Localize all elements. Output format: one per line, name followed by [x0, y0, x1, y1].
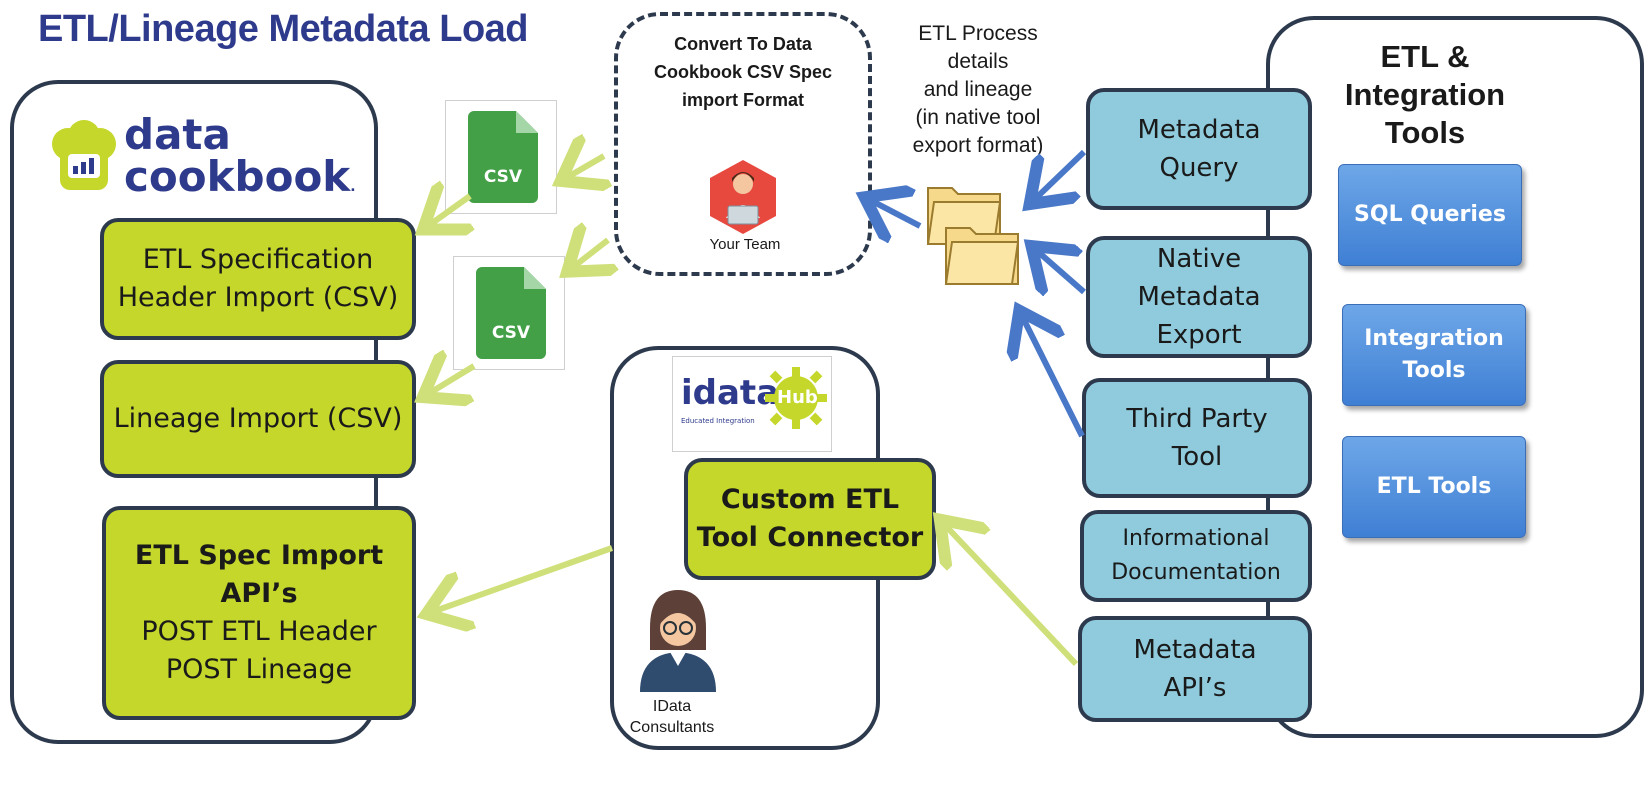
third-party-tool-box: Third Party Tool	[1082, 378, 1312, 498]
box-line: Metadata	[1137, 115, 1261, 145]
box-line: Informational	[1122, 526, 1270, 551]
convert-line: Cookbook CSV Spec	[653, 62, 833, 82]
arrow-export-to-folders	[1036, 250, 1086, 292]
team-member-laptop-icon	[710, 160, 776, 234]
csv-file-frame-2: CSV	[453, 256, 565, 370]
tile-line: SQL Queries	[1354, 202, 1506, 227]
arrow-thirdparty-to-folders	[1022, 316, 1085, 438]
box-line-bold: API’s	[220, 578, 298, 609]
csv-file-label: CSV	[483, 167, 523, 187]
consultants-label: IData Consultants	[612, 696, 732, 738]
idata-logo-hub: Hub	[777, 387, 818, 408]
consultant-icon	[640, 590, 716, 692]
logo-text-cookbook: cookbook.	[124, 154, 356, 210]
box-line-bold: Tool Connector	[696, 522, 924, 553]
consultants-line: Consultants	[629, 719, 715, 736]
note-line: and lineage	[923, 78, 1033, 101]
note-line: details	[947, 50, 1009, 73]
box-line: Metadata	[1133, 635, 1257, 665]
box-line: Third Party	[1126, 404, 1268, 434]
data-cookbook-logo: data cookbook.	[48, 112, 356, 206]
csv-file-frame-1: CSV	[445, 100, 557, 214]
tile-line: Tools	[1402, 358, 1466, 383]
box-line: Native	[1156, 244, 1242, 274]
informational-documentation-box: Informational Documentation	[1080, 510, 1312, 602]
etl-specification-header-import-box: ETL Specification Header Import (CSV)	[100, 218, 416, 340]
convert-format-label: Convert To Data Cookbook CSV Spec import…	[626, 30, 860, 114]
csv-file-label: CSV	[491, 323, 531, 343]
box-line-bold: ETL Spec Import	[134, 540, 384, 571]
etl-process-note: ETL Process details and lineage (in nati…	[886, 20, 1070, 160]
gear-icon	[765, 367, 827, 429]
note-line: (in native tool	[915, 106, 1041, 129]
box-line: Tool	[1171, 442, 1223, 472]
box-line: Export	[1156, 320, 1242, 350]
metadata-query-box: Metadata Query	[1086, 88, 1312, 210]
box-line: Query	[1159, 153, 1239, 183]
note-line: ETL Process	[918, 22, 1038, 45]
box-line: ETL Specification	[142, 244, 374, 275]
integration-tools-tile: Integration Tools	[1342, 304, 1526, 406]
box-line: Header Import (CSV)	[117, 282, 399, 313]
etl-spec-import-api-box: ETL Spec Import API’s POST ETL Header PO…	[102, 506, 416, 720]
tile-line: ETL Tools	[1376, 474, 1492, 499]
folders-icon	[926, 187, 1020, 285]
note-line: export format)	[912, 134, 1044, 157]
arrow-convert-to-csv2	[572, 240, 608, 268]
box-line: POST Lineage	[165, 654, 353, 685]
box-line: Lineage Import (CSV)	[113, 403, 403, 434]
lineage-import-box: Lineage Import (CSV)	[100, 360, 416, 478]
consultants-line: IData	[652, 698, 692, 715]
your-team-label: Your Team	[709, 236, 781, 253]
box-line: API’s	[1163, 673, 1227, 703]
sql-queries-tile: SQL Queries	[1338, 164, 1522, 266]
chef-hat-icon	[52, 120, 116, 190]
box-line: Documentation	[1111, 560, 1281, 585]
custom-etl-tool-connector-box: Custom ETL Tool Connector	[684, 458, 936, 580]
page-title: ETL/Lineage Metadata Load	[38, 8, 529, 50]
etl-tools-tile: ETL Tools	[1342, 436, 1526, 538]
etl-tools-heading: ETL & Integration Tools	[1330, 38, 1520, 152]
arrow-connector-to-api	[432, 545, 614, 612]
idata-logo-text: idata	[681, 373, 780, 413]
heading-line: Tools	[1384, 115, 1466, 150]
logo-registered-mark: .	[350, 179, 356, 195]
csv-file-icon	[468, 111, 538, 203]
arrow-csv2-to-lineage-import	[428, 366, 476, 394]
convert-line: Convert To Data	[674, 34, 812, 54]
logo-text-cookbook-word: cookbook	[124, 152, 351, 201]
heading-line: ETL &	[1380, 39, 1470, 74]
logo-text-data: data	[124, 110, 231, 159]
arrow-folders-to-convert	[870, 200, 922, 226]
idata-logo-tagline: Educated Integration	[681, 417, 755, 425]
native-metadata-export-box: Native Metadata Export	[1086, 236, 1312, 358]
arrow-convert-to-csv1	[566, 156, 604, 178]
metadata-apis-box: Metadata API’s	[1078, 616, 1312, 722]
heading-line: Integration	[1344, 77, 1506, 112]
box-line-bold: Custom ETL	[720, 484, 900, 515]
idata-hub-logo: idata Hub Educated Integration	[672, 356, 832, 452]
box-line: POST ETL Header	[141, 616, 377, 647]
arrow-metadata-apis-to-connector	[944, 524, 1079, 667]
csv-file-icon	[476, 267, 546, 359]
convert-line: import Format	[681, 90, 804, 110]
tile-line: Integration	[1364, 326, 1504, 351]
box-line: Metadata	[1137, 282, 1261, 312]
